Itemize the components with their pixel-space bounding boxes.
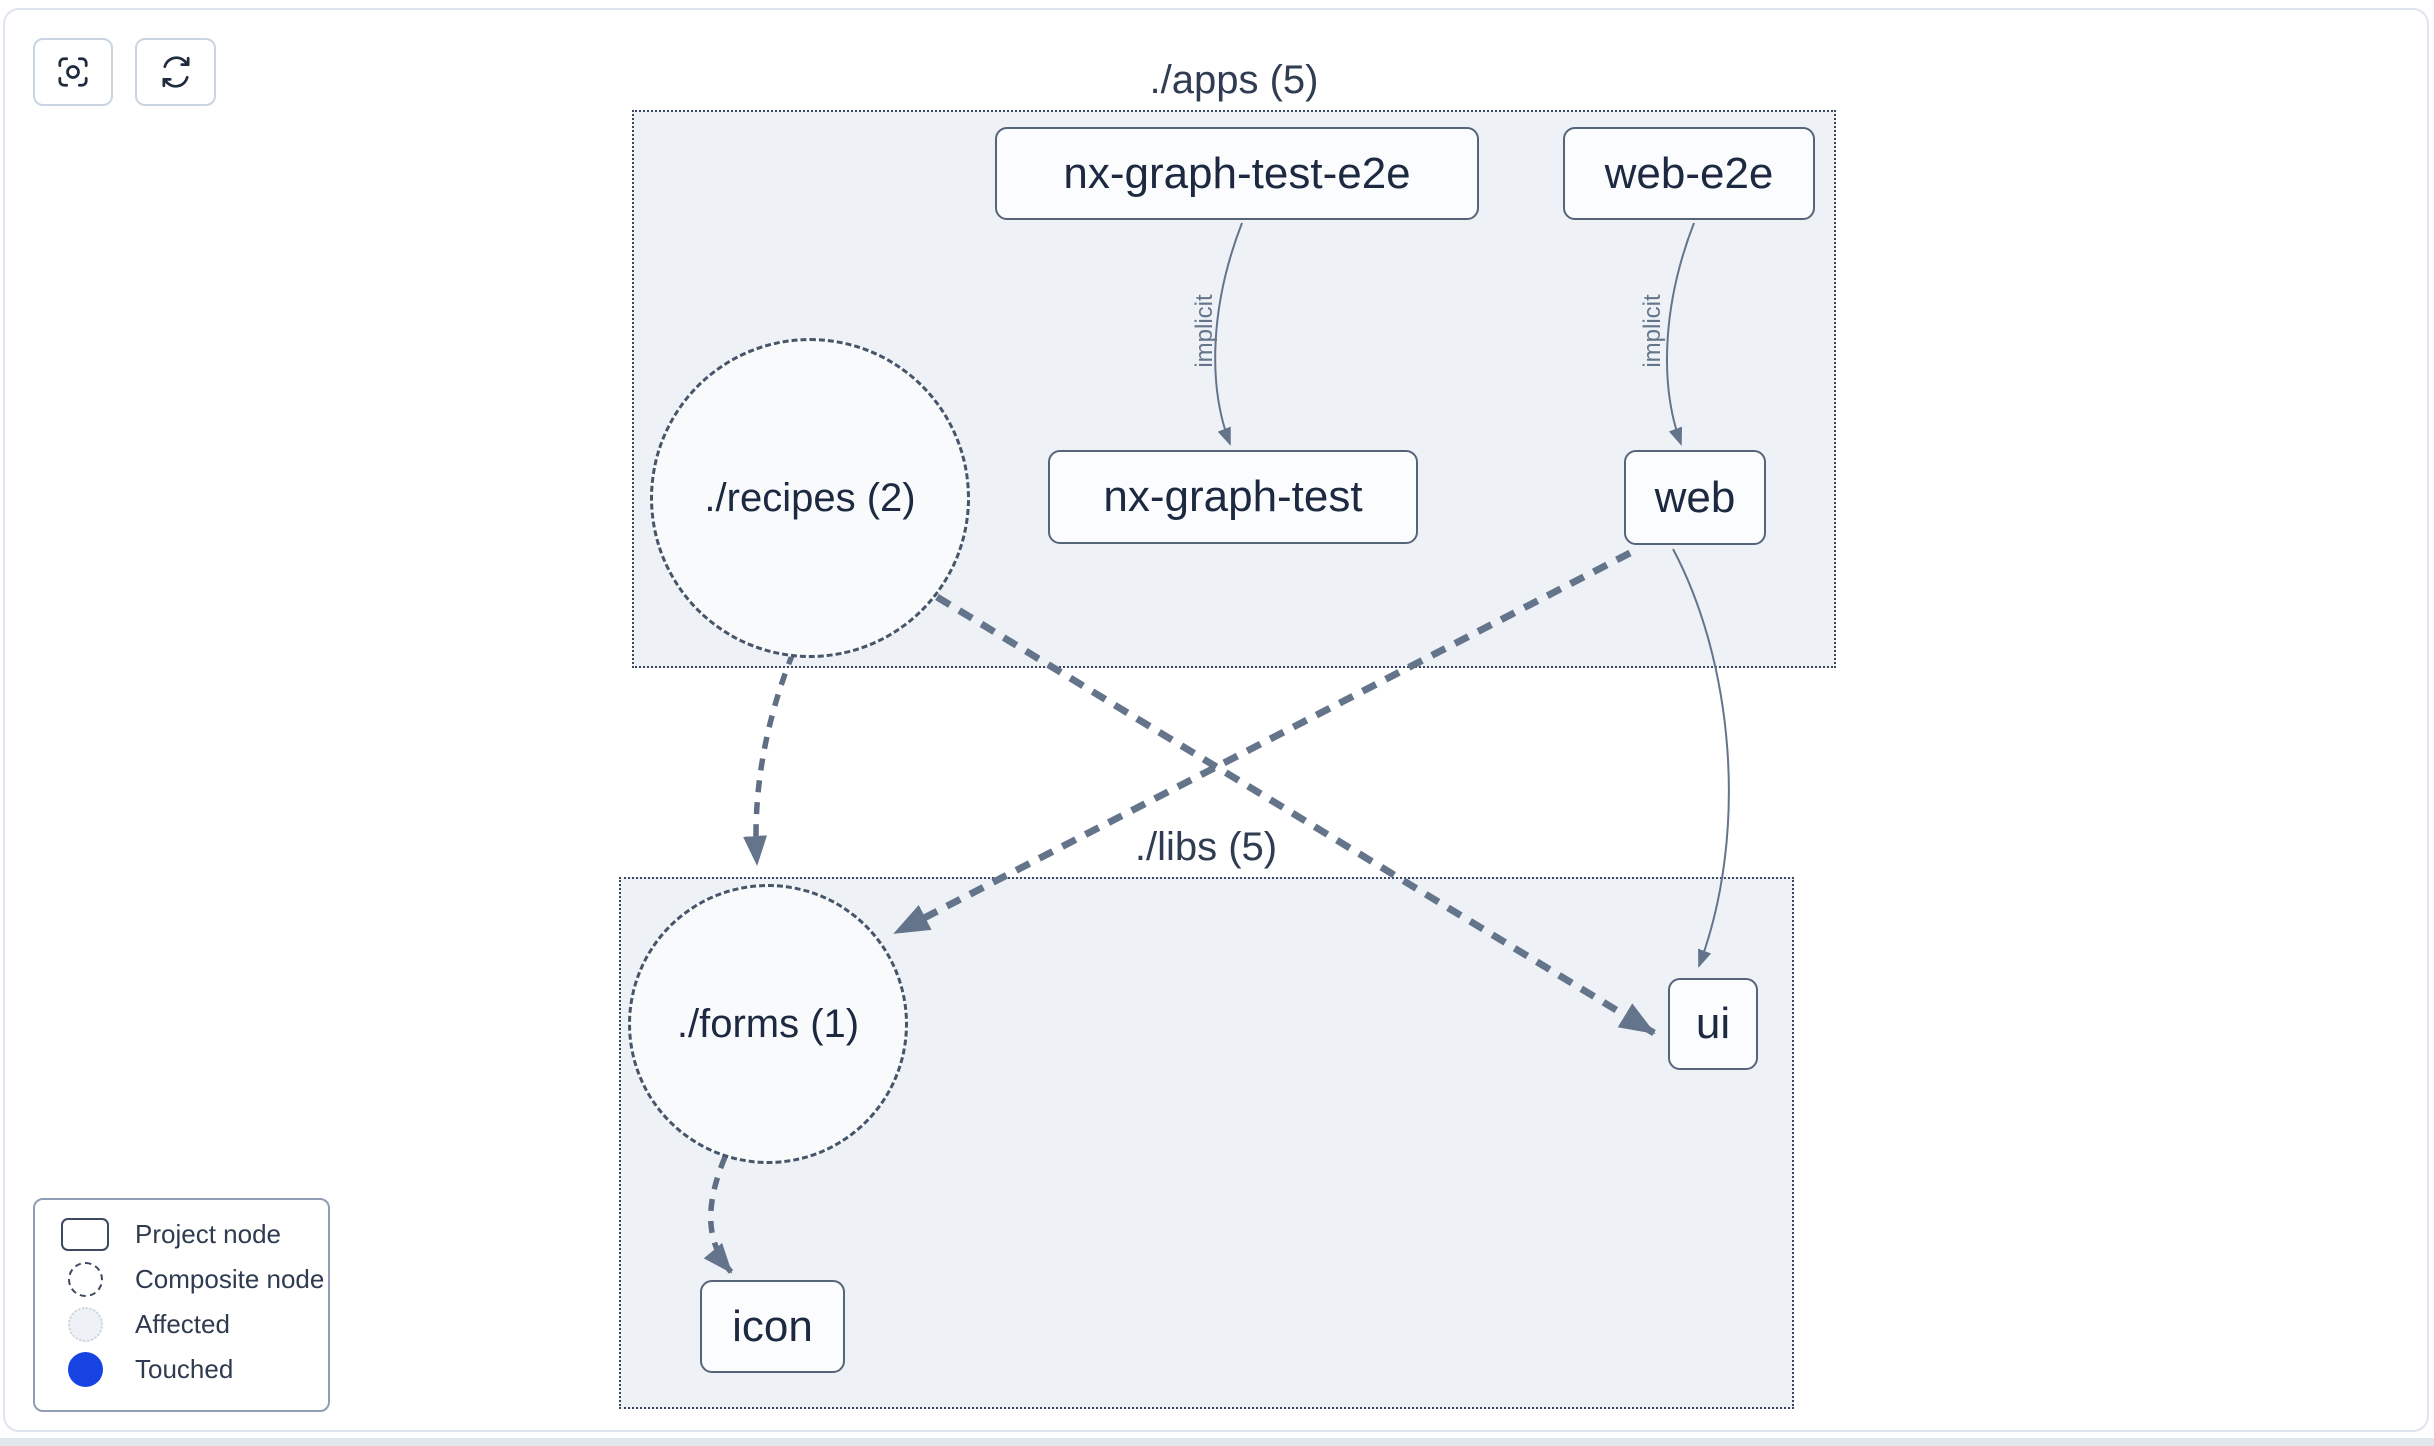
legend-label-composite-node: Composite node [135,1264,325,1294]
refresh-button[interactable] [135,38,216,106]
project-node-nx-graph-test[interactable]: nx-graph-test [1048,450,1418,544]
edge-forms-to-icon[interactable] [703,1155,734,1274]
project-node-icon-label: icon [732,1301,813,1351]
composite-node-swatch [35,1262,135,1297]
edge-recipes-to-forms[interactable] [743,651,796,866]
focus-crosshair-icon [54,53,92,91]
project-node-nx-graph-test-e2e-label: nx-graph-test-e2e [1063,148,1411,198]
composite-node-recipes-label: ./recipes (2) [704,475,916,520]
project-node-ui-label: ui [1695,999,1731,1048]
legend-row-affected: Affected [35,1302,328,1347]
composite-node-forms-label: ./forms (1) [676,1001,860,1046]
project-node-web-e2e-label: web-e2e [1604,148,1774,198]
legend-label-touched: Touched [135,1354,234,1384]
edge-label-implicit-2: implicit [1639,294,1666,368]
center-graph-button[interactable] [33,38,113,106]
legend: Project node Composite node Affected Tou… [33,1198,330,1412]
composite-node-recipes[interactable]: ./recipes (2) [650,338,970,658]
bottom-strip [0,1438,2434,1446]
affected-swatch [35,1307,135,1342]
edge-nx-graph-test-e2e-to-nx-graph-test[interactable] [1214,222,1243,446]
project-node-web-e2e[interactable]: web-e2e [1563,127,1815,220]
canvas-frame [3,8,2429,1432]
touched-swatch [35,1352,135,1387]
project-node-swatch [35,1218,135,1251]
project-node-ui[interactable]: ui [1668,978,1758,1070]
composite-node-forms[interactable]: ./forms (1) [628,884,908,1164]
legend-row-project-node: Project node [35,1212,328,1257]
project-node-web-label: web [1654,472,1736,522]
project-node-nx-graph-test-label: nx-graph-test [1103,472,1363,521]
refresh-icon [157,53,195,91]
legend-row-composite-node: Composite node [35,1257,328,1302]
edge-web-e2e-to-web[interactable] [1666,222,1695,446]
edge-recipes-to-ui[interactable] [935,594,1656,1036]
project-node-icon[interactable]: icon [700,1280,845,1373]
cluster-apps-title[interactable]: ./apps (5) [1149,58,1319,102]
legend-label-affected: Affected [135,1309,230,1339]
cluster-libs-title[interactable]: ./libs (5) [1134,825,1278,869]
edge-label-implicit-1: implicit [1191,294,1218,368]
legend-label-project-node: Project node [135,1219,281,1249]
project-node-nx-graph-test-e2e[interactable]: nx-graph-test-e2e [995,127,1479,220]
legend-row-touched: Touched [35,1347,328,1392]
project-node-web[interactable]: web [1624,450,1766,545]
edge-web-to-forms[interactable] [893,549,1632,937]
edge-web-to-ui[interactable] [1672,548,1730,968]
